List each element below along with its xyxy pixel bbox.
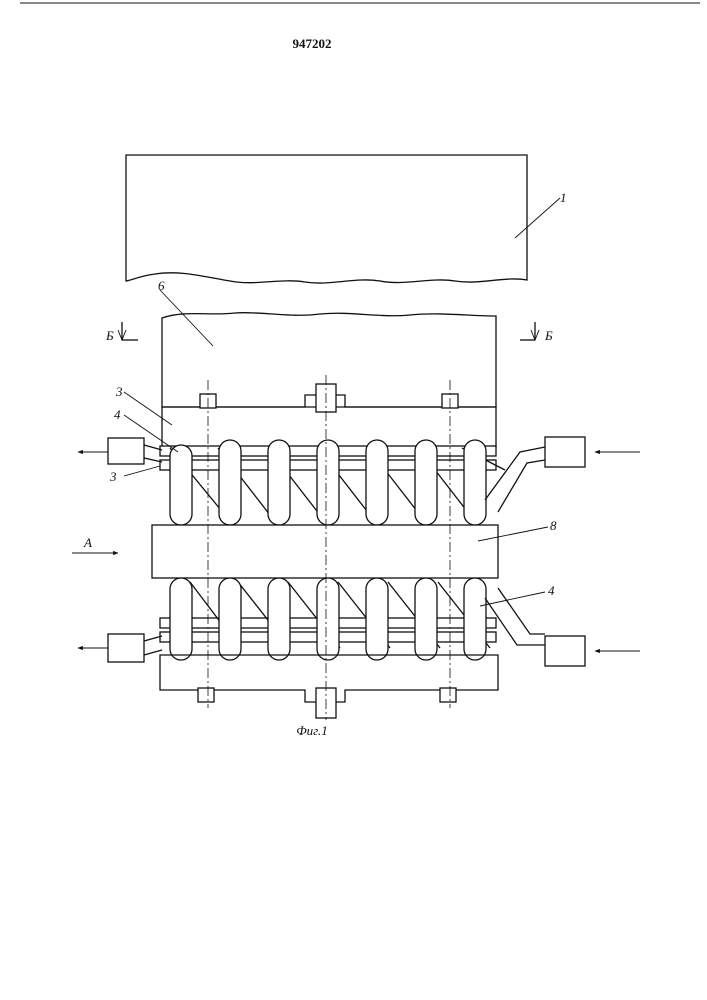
label-view-a: A — [83, 535, 92, 550]
leader-part-6 — [160, 290, 213, 346]
lower-inlet-connector — [545, 636, 585, 666]
lower-outlet-connector — [108, 634, 144, 662]
label-part-6: 6 — [158, 278, 165, 293]
label-part-4-lower: 4 — [548, 583, 555, 598]
label-part-1: 1 — [560, 190, 567, 205]
section-mark-right — [520, 322, 539, 340]
bottom-bolt-nut-right — [440, 688, 456, 702]
upper-inlet-pipe — [485, 437, 585, 512]
leader-part-4-lower — [480, 592, 545, 606]
bottom-clamp-plate — [160, 655, 498, 718]
upper-outlet-pipe — [108, 438, 162, 464]
lower-inlet-pipe — [485, 588, 585, 666]
label-part-4-top: 4 — [114, 407, 121, 422]
label-part-3-lower: 3 — [109, 469, 117, 484]
leader-part-1 — [515, 198, 560, 238]
top-clamp-plate — [162, 384, 496, 447]
label-section-left: Б — [105, 328, 114, 343]
lower-outlet-pipe — [108, 634, 162, 662]
part-1-block — [126, 155, 527, 283]
section-mark-left — [118, 322, 138, 340]
figure-caption: Фиг.1 — [296, 723, 328, 738]
leader-part-3-lower — [124, 466, 160, 476]
part-8-workpiece — [152, 525, 498, 578]
label-part-3-top: 3 — [115, 384, 123, 399]
patent-number: 947202 — [293, 36, 332, 51]
label-part-8: 8 — [550, 518, 557, 533]
upper-inlet-connector — [545, 437, 585, 467]
label-section-right: Б — [544, 328, 553, 343]
bottom-bolt-nut-left — [198, 688, 214, 702]
upper-outlet-connector — [108, 438, 144, 464]
